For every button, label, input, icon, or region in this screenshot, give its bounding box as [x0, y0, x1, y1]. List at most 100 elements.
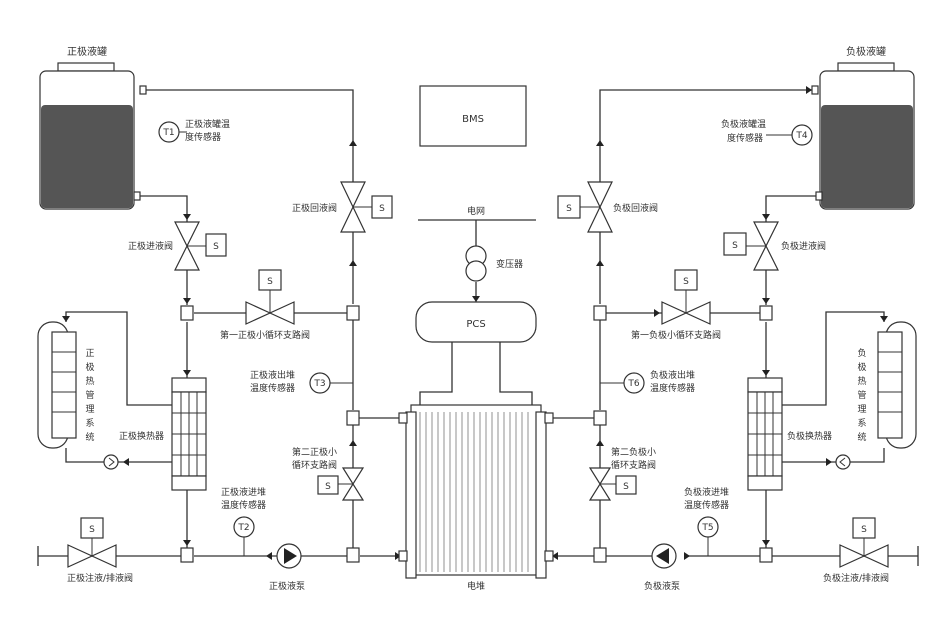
- neg-fill-drain-valve-label: 负极注液/排液阀: [823, 572, 889, 584]
- flow-arrow: [349, 260, 357, 266]
- flow-arrow: [762, 298, 770, 304]
- neg-thermal-unit: [878, 322, 916, 448]
- svg-text:S: S: [325, 482, 331, 492]
- svg-text:温度传感器: 温度传感器: [221, 499, 266, 511]
- pipe-pos-thermal-a: [66, 312, 172, 405]
- neg-thermal-pump-icon: [836, 455, 850, 469]
- svg-text:第二负极小: 第二负极小: [611, 446, 656, 458]
- flow-arrow: [654, 309, 660, 317]
- pos-tank-label: 正极液罐: [67, 45, 107, 58]
- flow-arrow: [806, 86, 812, 94]
- flow-arrow: [62, 316, 70, 322]
- flow-arrow: [349, 440, 357, 446]
- pos-thermal-system-char: 管: [85, 389, 94, 401]
- pos-tank: [40, 63, 146, 209]
- svg-text:循环支路阀: 循环支路阀: [292, 459, 337, 471]
- neg-heat-exchanger-label: 负极换热器: [787, 430, 832, 442]
- svg-text:度传感器: 度传感器: [185, 131, 221, 143]
- neg-small-loop-2-valve-icon: [590, 468, 636, 500]
- svg-text:S: S: [566, 204, 572, 214]
- svg-text:T4: T4: [795, 131, 807, 141]
- svg-text:第二正极小: 第二正极小: [292, 446, 337, 458]
- svg-text:正极液罐温: 正极液罐温: [185, 118, 230, 130]
- svg-text:度传感器: 度传感器: [727, 132, 763, 144]
- flow-arrow: [762, 214, 770, 220]
- neg-thermal-system-char: 系: [857, 418, 866, 429]
- flow-arrow: [826, 458, 832, 466]
- svg-text:正极液进堆: 正极液进堆: [221, 486, 266, 498]
- pos-thermal-system-char: 热: [85, 375, 94, 387]
- pos-heat-exchanger-icon: [172, 378, 206, 490]
- svg-text:负极液进堆: 负极液进堆: [684, 486, 729, 498]
- transformer-icon: [466, 246, 486, 281]
- svg-text:T3: T3: [313, 379, 325, 389]
- neg-tank-label: 负极液罐: [846, 45, 886, 58]
- svg-text:S: S: [89, 525, 95, 535]
- svg-text:温度传感器: 温度传感器: [650, 382, 695, 394]
- pipe-neg-return-top: [600, 90, 812, 182]
- flow-arrow: [266, 552, 272, 560]
- flow-arrow: [596, 440, 604, 446]
- flow-arrow: [183, 214, 191, 220]
- neg-thermal-system-char: 负: [857, 347, 866, 359]
- svg-text:S: S: [213, 242, 219, 252]
- flow-arrow: [183, 540, 191, 546]
- svg-text:正极液出堆: 正极液出堆: [250, 369, 295, 381]
- svg-text:S: S: [267, 277, 273, 287]
- flow-arrow: [596, 140, 604, 146]
- pos-thermal-system-char: 正: [85, 349, 94, 359]
- neg-inlet-valve-label: 负极进液阀: [781, 240, 826, 252]
- neg-pump-icon: [652, 544, 676, 568]
- pos-return-valve-label: 正极回液阀: [292, 202, 337, 214]
- pipe-pos-thermal-b: [66, 448, 104, 462]
- flow-arrow: [880, 316, 888, 322]
- svg-text:负极液罐温: 负极液罐温: [721, 118, 766, 130]
- svg-text:温度传感器: 温度传感器: [684, 499, 729, 511]
- pipe-neg-thermal-a: [781, 312, 884, 405]
- flow-arrow: [596, 260, 604, 266]
- neg-small-loop-1-label: 第一负极小循环支路阀: [631, 329, 721, 341]
- flow-arrow: [349, 140, 357, 146]
- svg-text:负极液出堆: 负极液出堆: [650, 369, 695, 381]
- neg-heat-exchanger-icon: [748, 378, 782, 490]
- svg-text:T5: T5: [701, 523, 713, 533]
- flow-arrow: [762, 540, 770, 546]
- neg-pump-label: 负极液泵: [644, 580, 680, 592]
- bms-label: BMS: [462, 114, 484, 125]
- neg-thermal-system-char: 管: [857, 389, 866, 401]
- stack-label: 电堆: [467, 580, 485, 592]
- svg-text:循环支路阀: 循环支路阀: [611, 459, 656, 471]
- svg-text:S: S: [683, 277, 689, 287]
- pos-fill-drain-valve-label: 正极注液/排液阀: [67, 572, 133, 584]
- pos-pump-label: 正极液泵: [269, 580, 305, 592]
- svg-text:T1: T1: [162, 128, 174, 138]
- stack: [399, 405, 553, 578]
- pipe-pos-tank-out: [135, 196, 187, 222]
- pcs-to-stack-left: [420, 342, 452, 406]
- pos-thermal-system-char: 系: [85, 418, 94, 429]
- svg-text:S: S: [379, 204, 385, 214]
- pipe-neg-tank-out: [766, 196, 820, 222]
- neg-return-valve-label: 负极回液阀: [613, 202, 658, 214]
- pcs-to-stack-right: [500, 342, 532, 406]
- flow-arrow: [183, 298, 191, 304]
- neg-thermal-system-char: 极: [857, 361, 866, 373]
- pos-pump-icon: [277, 544, 301, 568]
- flow-arrow: [183, 370, 191, 376]
- svg-text:T6: T6: [627, 379, 639, 389]
- pos-small-loop-1-label: 第一正极小循环支路阀: [220, 329, 310, 341]
- flow-arrow: [762, 370, 770, 376]
- pos-thermal-system-char: 极: [85, 361, 94, 373]
- pos-heat-exchanger-label: 正极换热器: [119, 430, 164, 442]
- svg-text:T2: T2: [237, 523, 249, 533]
- transformer-label: 变压器: [496, 258, 523, 270]
- pcs-label: PCS: [466, 319, 485, 330]
- flow-arrow: [684, 552, 690, 560]
- grid-label: 电网: [467, 205, 485, 217]
- pipe-neg-thermal-b: [850, 448, 884, 462]
- flow-arrow: [123, 458, 129, 466]
- pos-thermal-system-char: 理: [85, 404, 94, 415]
- pos-thermal-system-char: 统: [85, 431, 94, 443]
